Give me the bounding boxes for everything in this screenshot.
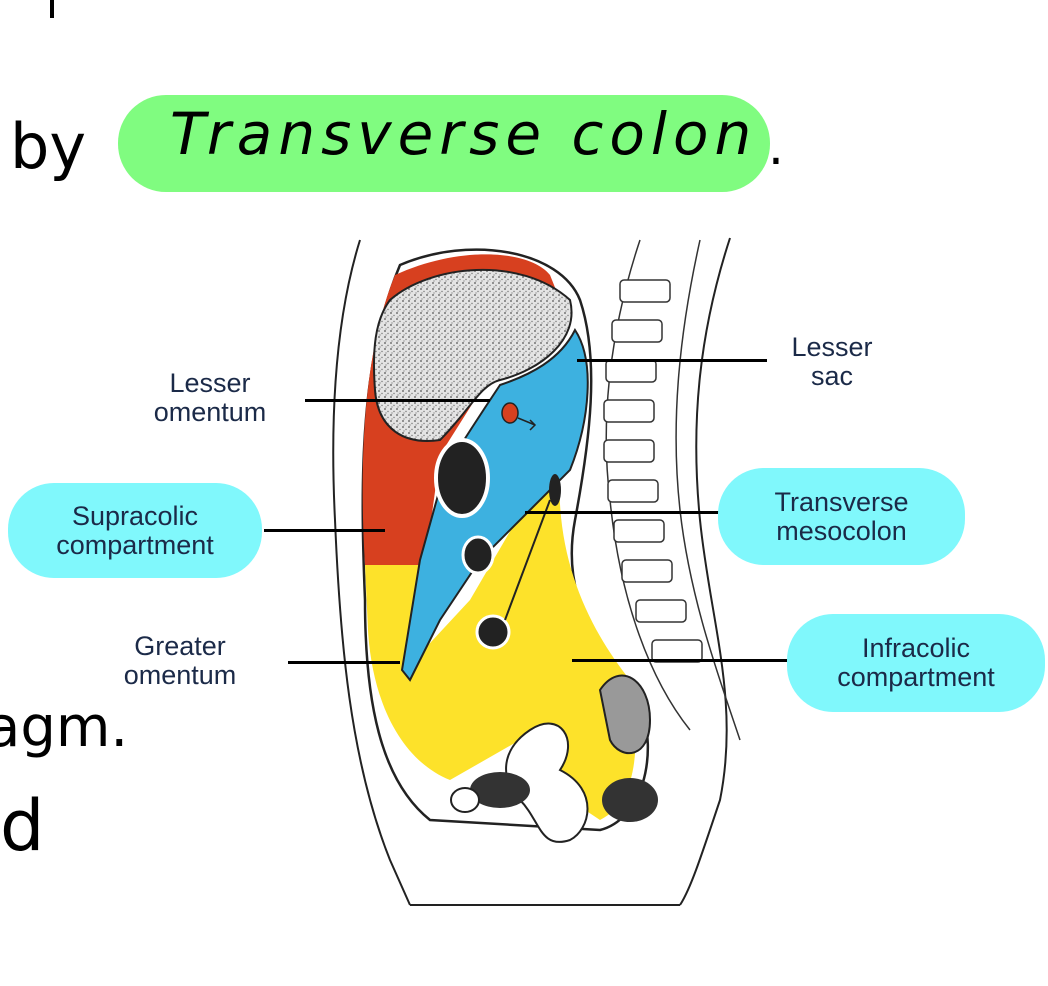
label-line: Transverse [774, 486, 909, 517]
label-lesser-omentum: Lesser omentum [120, 369, 300, 427]
leader-lesser-omentum [305, 399, 490, 402]
label-lesser-sac: Lesser sac [762, 333, 902, 391]
label-line: mesocolon [776, 515, 907, 546]
leader-greater-omentum [288, 661, 400, 664]
transverse-colon [461, 535, 495, 575]
label-transverse-mesocolon: Transverse mesocolon [718, 468, 965, 565]
small-intestine [475, 614, 511, 650]
highlight-transverse-colon [118, 95, 770, 192]
leader-infracolic [572, 659, 800, 662]
label-line: Supracolic [71, 500, 199, 531]
handwritten-transverse-colon: Transverse colon [170, 100, 758, 168]
leader-lesser-sac [577, 359, 767, 362]
posterior-body-wall [679, 237, 731, 906]
label-line: Infracolic [861, 633, 971, 663]
handwritten-period: . [768, 118, 784, 176]
label-infracolic-compartment: Infracolic compartment [787, 614, 1045, 712]
liver [372, 268, 573, 442]
stomach [434, 438, 490, 518]
label-line: compartment [56, 529, 214, 560]
label-line: Lesser [791, 332, 873, 362]
handwritten-fragment-agm: agm. [0, 695, 129, 760]
handwritten-by: by [10, 110, 87, 183]
label-supracolic-compartment: Supracolic compartment [8, 483, 262, 578]
label-line: omentum [153, 397, 267, 427]
leader-supracolic [264, 529, 385, 532]
label-greater-omentum: Greater omentum [90, 632, 270, 690]
label-line: Greater [134, 631, 226, 661]
label-line: omentum [123, 660, 237, 690]
handwritten-stroke [50, 0, 54, 18]
label-line: compartment [837, 662, 995, 692]
label-line: sac [810, 361, 854, 391]
leader-transverse-mesocolon [525, 511, 745, 514]
rectum [598, 674, 652, 755]
handwritten-fragment-d: d [0, 785, 45, 867]
label-line: Lesser [169, 368, 251, 398]
vertebral-column [603, 239, 741, 741]
pancreas [501, 402, 519, 424]
